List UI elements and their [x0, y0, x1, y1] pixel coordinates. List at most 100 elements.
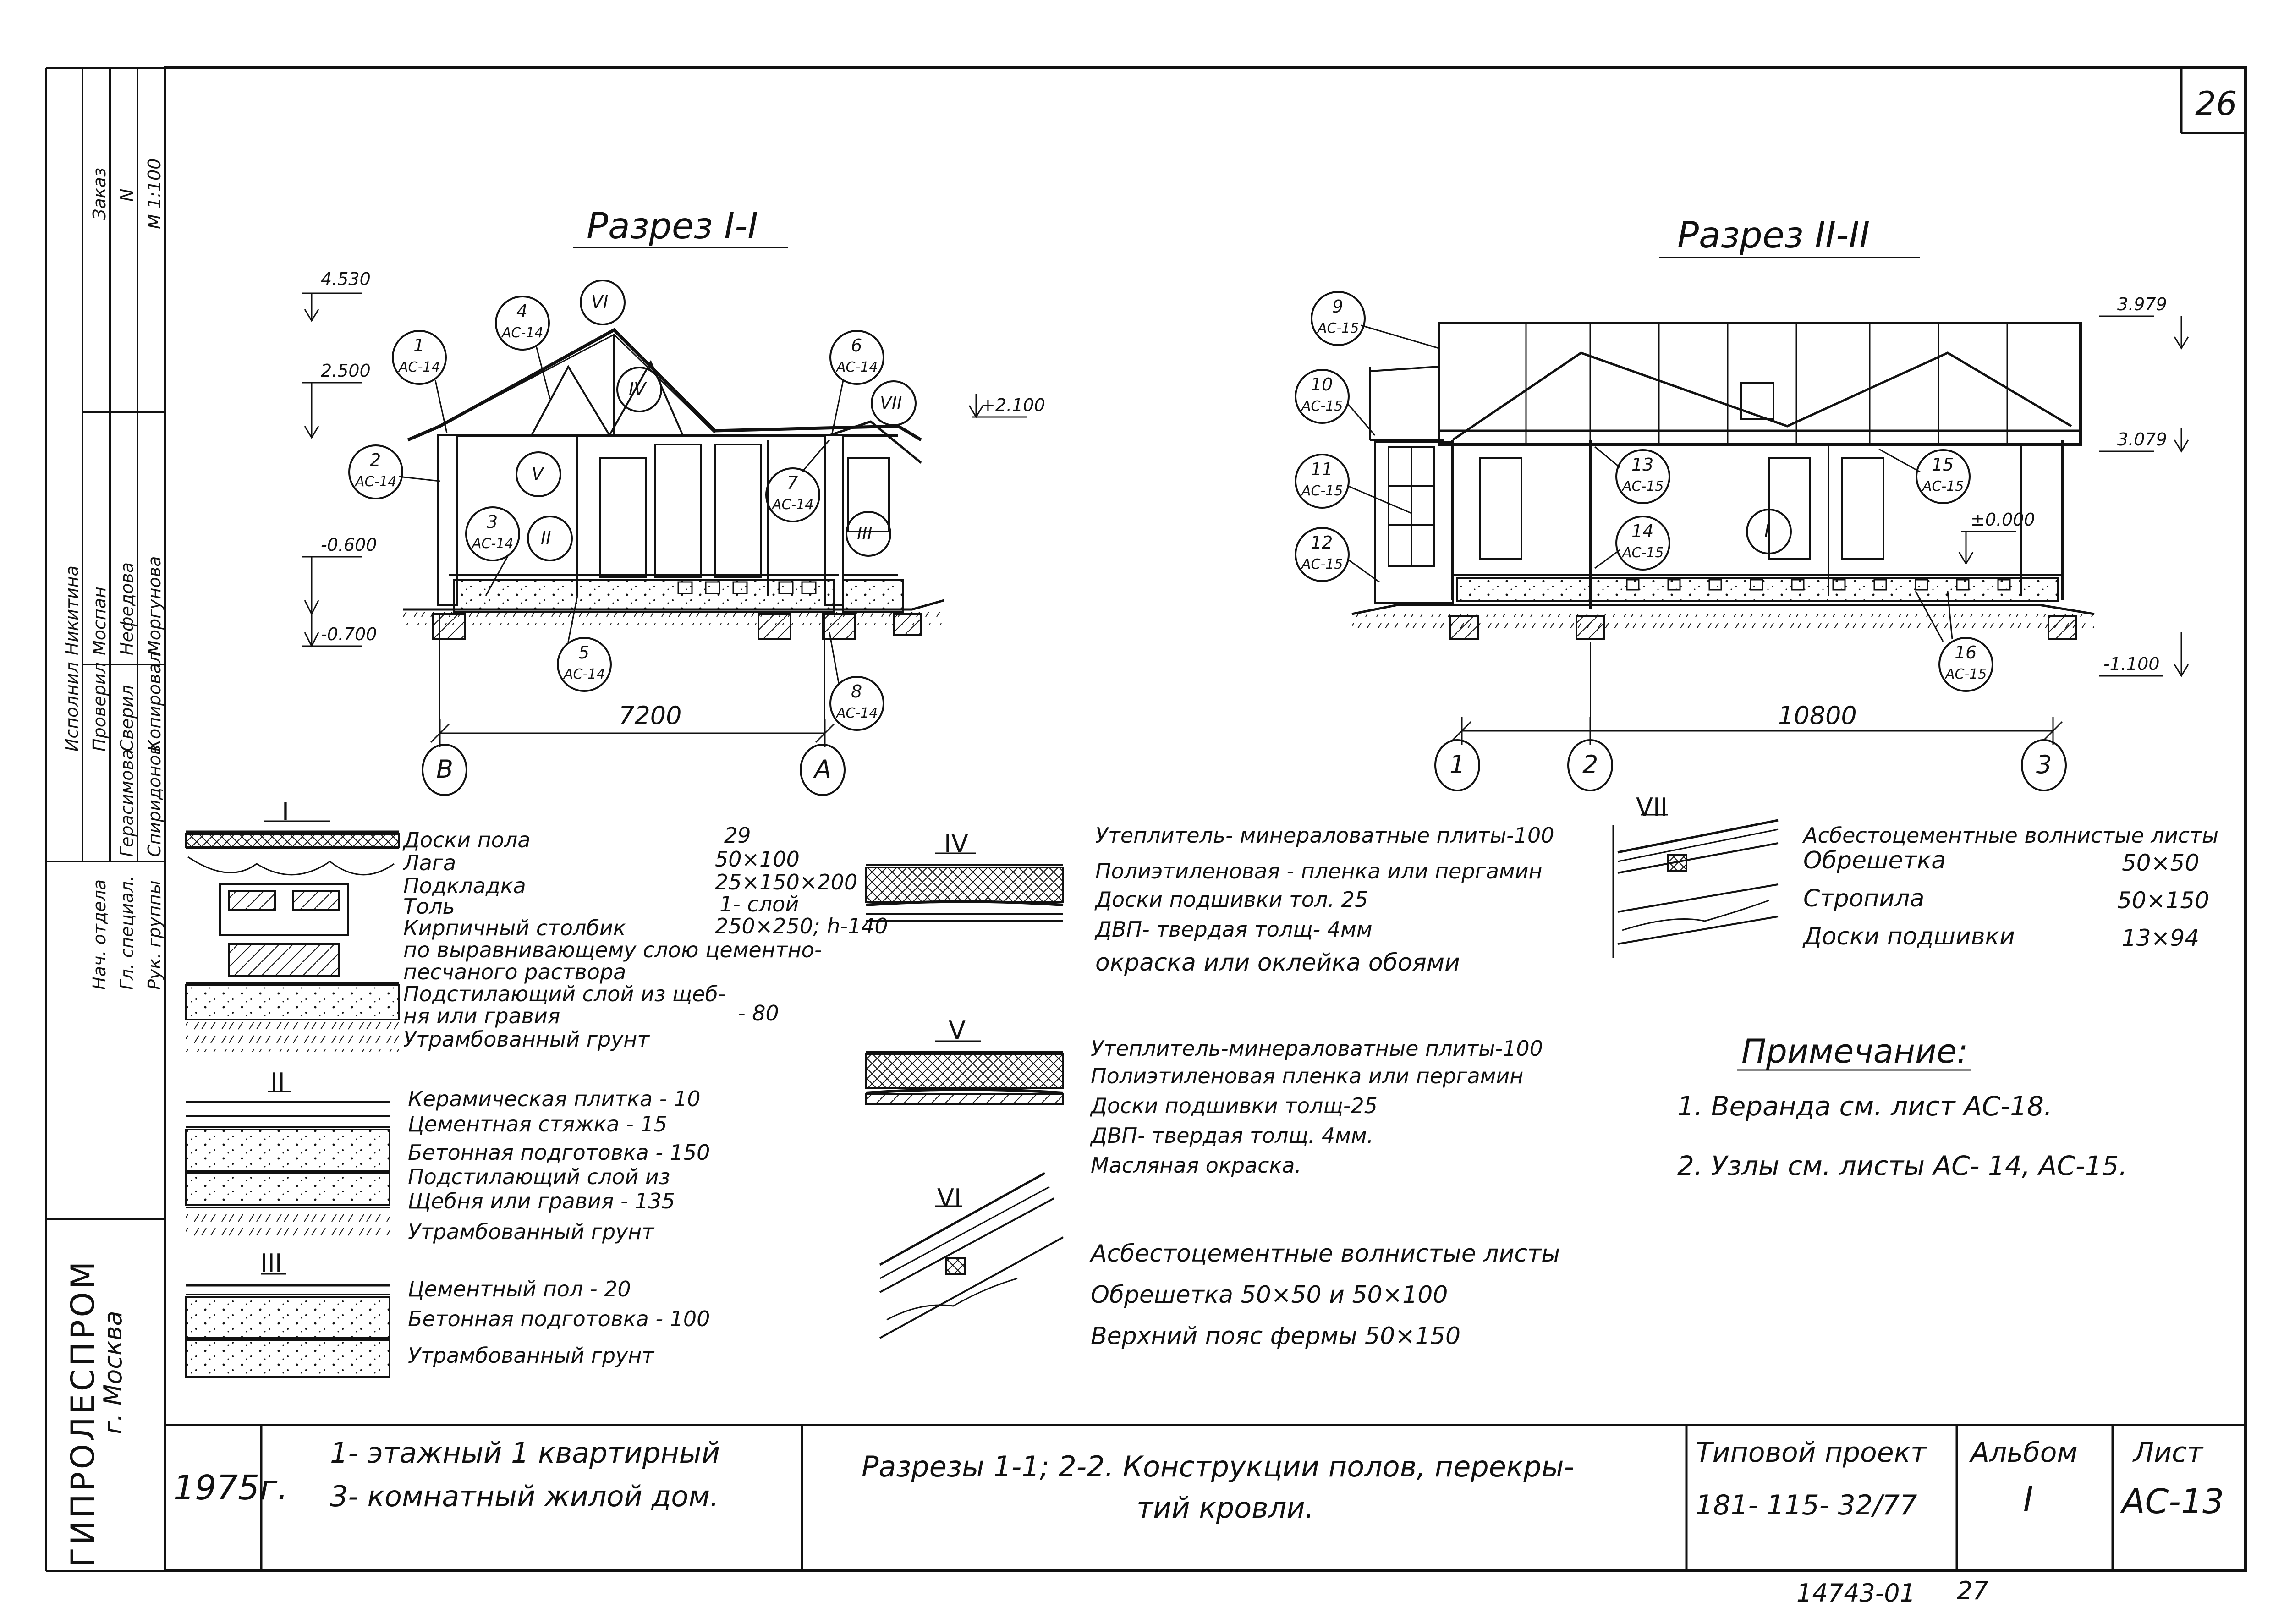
legend-line: Кирпичный столбик [403, 916, 626, 940]
album-number: I [2023, 1480, 2033, 1519]
legend-value: 25×150×200 [715, 870, 858, 894]
callout-number: 5 [578, 642, 590, 663]
callout-number: 2 [370, 450, 381, 470]
axis-label: 3 [2036, 750, 2052, 779]
building-line-1: 1- этажный 1 квартирный [330, 1436, 720, 1470]
project-number: 181- 115- 32/77 [1696, 1489, 1917, 1521]
section-1-title: Разрез I-I [587, 206, 758, 247]
title-block-grid [165, 1424, 2246, 1571]
legend-line: ДВП- твердая толщ- 4мм [1095, 917, 1373, 942]
legend-line: Утеплитель-минераловатные плиты-100 [1091, 1036, 1543, 1061]
axis-label: 2 [1582, 750, 1598, 779]
notes-title: Примечание: [1741, 1032, 1968, 1070]
callout-ref: АС-15 [1301, 556, 1343, 572]
callout-ref: АС-14 [836, 705, 878, 721]
legend-line: Асбестоцементные волнистые листы [1803, 823, 2219, 848]
callout-number: 12 [1311, 532, 1333, 553]
callout-ref: АС-15 [1945, 666, 1987, 682]
legend-mark: IV [944, 829, 968, 858]
role-1: Нач. отдела [89, 879, 110, 990]
name-5: Моргунова [144, 556, 165, 655]
level-label: 2.500 [321, 361, 371, 381]
legend-mark: VI [937, 1184, 961, 1213]
legend-line: Керамическая плитка - 10 [408, 1086, 701, 1111]
callout-number: 7 [787, 473, 798, 493]
archive-page: 27 [1957, 1576, 1988, 1605]
callout-number: 1 [413, 335, 425, 356]
callout-ref: АС-14 [772, 497, 814, 513]
legend-line: Обрешетка [1803, 847, 1946, 874]
org-city: г. Москва [99, 1311, 127, 1434]
roman-marker: VII [880, 393, 902, 413]
order-label: Заказ [89, 167, 110, 220]
callout-number: 16 [1955, 642, 1977, 663]
callout-number: 4 [516, 301, 528, 321]
title-year: 1975г. [173, 1468, 288, 1508]
album-label: Альбом [1971, 1437, 2078, 1469]
dimension-label: 10800 [1778, 701, 1857, 730]
org-name: ГИПРОЛЕСПРОМ [64, 1258, 102, 1567]
callout-number: 8 [851, 681, 862, 702]
roman-marker: I [1764, 521, 1770, 541]
legend-value: - 80 [738, 1001, 779, 1026]
level-label: 3.979 [2117, 294, 2167, 314]
callout-ref: АС-15 [1922, 478, 1964, 494]
section-2-drawing [1295, 257, 2189, 791]
legend-line: Бетонная подготовка - 150 [408, 1140, 710, 1165]
legend-line: Утрамбованный грунт [403, 1027, 650, 1052]
role-2: Гл. специал. [117, 876, 137, 990]
legend-line: Утеплитель- минераловатные плиты-100 [1095, 823, 1554, 848]
callout-ref: АС-15 [1622, 545, 1664, 561]
legend-line: Обрешетка 50×50 и 50×100 [1091, 1281, 1448, 1309]
callout-number: 13 [1631, 455, 1654, 475]
role-7: Исполнил [62, 662, 82, 752]
legend-line: Доски подшивки тол. 25 [1095, 887, 1368, 912]
callout-number: 6 [851, 335, 862, 356]
legend-line: окраска или оклейка обоями [1095, 949, 1460, 977]
legend-line: Толь [403, 894, 455, 919]
level-label: -0.700 [321, 624, 377, 644]
order-scale: М 1:100 [144, 158, 165, 229]
legend-line: Щебня или гравия - 135 [408, 1189, 675, 1213]
legend-line: Доски подшивки толщ-25 [1091, 1093, 1378, 1118]
legend-mark: VII [1636, 793, 1668, 822]
drawing-title-1: Разрезы 1-1; 2-2. Конструкции полов, пер… [862, 1450, 1574, 1483]
callout-ref: АС-15 [1622, 478, 1664, 494]
note-item: 1. Веранда см. лист АС-18. [1677, 1091, 2053, 1122]
roman-marker: IV [629, 379, 646, 399]
legend-line: Верхний пояс фермы 50×150 [1091, 1322, 1461, 1350]
axis-label: 1 [1449, 750, 1466, 779]
axis-label: А [814, 755, 831, 784]
legend-value: 50×100 [715, 847, 800, 872]
callout-number: 15 [1932, 455, 1954, 475]
level-label: -0.600 [321, 535, 377, 555]
legend-line: Доски пола [403, 828, 531, 852]
level-label: ±0.000 [1971, 510, 2035, 530]
archive-number: 14743-01 [1796, 1579, 1916, 1608]
callout-ref: АС-14 [472, 536, 514, 552]
legend-mark: I [282, 797, 289, 826]
level-label: 3.079 [2117, 429, 2167, 450]
legend-line: Цементная стяжка - 15 [408, 1112, 667, 1136]
role-5: Сверил [117, 685, 137, 752]
callout-ref: АС-15 [1301, 483, 1343, 499]
level-label: 4.530 [321, 269, 371, 289]
legend-value: 1- слой [719, 892, 799, 916]
section-2-title: Разрез II-II [1677, 215, 1870, 256]
project-label: Типовой проект [1696, 1437, 1927, 1469]
callout-ref: АС-14 [355, 474, 397, 490]
sheet-frame [164, 66, 2247, 1572]
legend-value: 50×150 [2117, 887, 2209, 914]
legend-line: Доски подшивки [1803, 923, 2015, 950]
callout-ref: АС-14 [836, 359, 878, 375]
callout-ref: АС-14 [502, 325, 544, 341]
legend-line: песчаного раствора [403, 960, 626, 984]
legend-sketches [185, 814, 1971, 1378]
legend-line: Подстилающий слой из щеб- [403, 982, 726, 1006]
building-line-2: 3- комнатный жилой дом. [330, 1480, 719, 1513]
callout-number: 9 [1332, 296, 1344, 317]
callout-ref: АС-15 [1301, 398, 1343, 414]
roman-marker: VI [591, 292, 609, 312]
sheet-number: 26 [2195, 84, 2237, 123]
